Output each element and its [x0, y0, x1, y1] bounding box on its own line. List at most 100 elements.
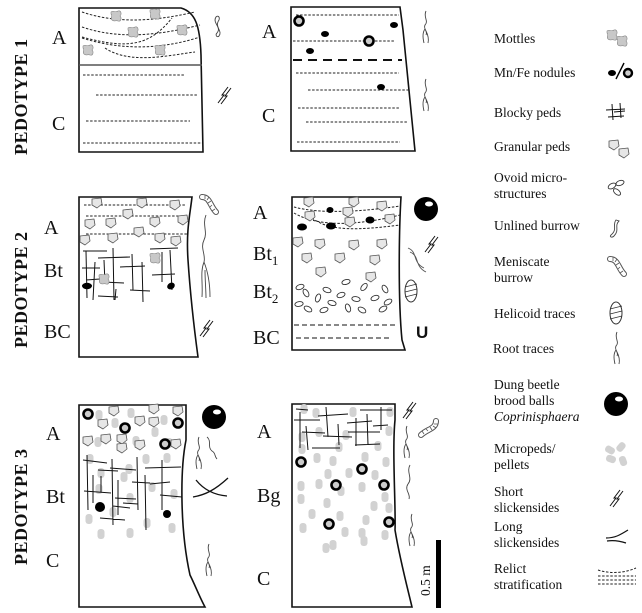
legend-item-short-slickensides: Short slickensides [494, 484, 624, 515]
legend-item-long-slickensides: Long slickensides [494, 519, 629, 550]
legend-item-helicoid: Helicoid traces [494, 301, 623, 325]
legend-item-granular-peds: Granular peds [494, 139, 630, 159]
legend-label: brood balls [494, 393, 554, 408]
mn-fe-nodule-ringed [356, 463, 368, 475]
ovoid-microstructures-icon [606, 178, 626, 197]
legend-label: pellets [494, 457, 529, 472]
horizon-label: A [52, 27, 67, 49]
horizon-label: Bg [257, 485, 280, 507]
blocky-peds-icon [605, 102, 626, 121]
horizon-label: Bt2 [253, 281, 278, 306]
legend-label: Root traces [493, 341, 554, 356]
mn-fe-nodule-ringed [119, 422, 131, 434]
profile-p1-left: A C [52, 7, 232, 153]
mn-fe-nodule-ringed [323, 518, 335, 530]
horizon-label-base: Bt [253, 281, 272, 303]
mn-fe-nodule [163, 510, 171, 518]
legend-label: Ovoid micro- [494, 170, 568, 185]
legend-item-brood-balls: Dung beetle brood balls Coprinisphaera [494, 377, 628, 424]
helicoid-traces-icon [609, 301, 623, 325]
horizon-label-subscript: 1 [272, 253, 279, 268]
mn-fe-nodule [390, 22, 398, 28]
horizon-label: BC [44, 321, 71, 343]
horizon-label: A [257, 421, 272, 443]
legend-label: Unlined burrow [494, 218, 580, 233]
short-slickensides-icon [402, 401, 417, 420]
mottle [149, 252, 161, 264]
marker-u: U [416, 323, 428, 342]
mottle [154, 44, 166, 56]
short-slickensides-icon [217, 86, 232, 105]
profile-p1-right: A C [262, 6, 429, 152]
mottle [110, 10, 122, 22]
brood-ball-icon [414, 197, 438, 221]
short-slickensides-icon [199, 319, 214, 338]
horizon-label: Bt1 [253, 243, 278, 268]
legend-label: Mottles [494, 31, 535, 46]
meniscate-burrow-icon [610, 257, 624, 274]
scale-bar-label: 0.5 m [418, 565, 433, 596]
root-traces-icon [406, 464, 411, 500]
meniscate-burrow-icon [421, 421, 438, 435]
mottle [176, 24, 188, 36]
legend: Mottles Mn/Fe nodules Blocky peds Granul… [493, 29, 637, 592]
horizon-label-subscript: 2 [272, 291, 279, 306]
mn-fe-nodule-ringed [172, 417, 184, 429]
mn-fe-nodule-ringed [378, 479, 390, 491]
profile-p2-right: A Bt1 Bt2 BC U [253, 196, 439, 351]
legend-item-ovoid: Ovoid micro- structures [494, 170, 626, 201]
profile-p3-left: A Bt C [46, 403, 229, 608]
legend-label: Short [494, 484, 524, 499]
short-slickensides-icon [609, 489, 624, 508]
horizon-label: Bt [46, 486, 65, 508]
meniscate-burrow-icon [202, 195, 216, 212]
horizon-label: C [46, 550, 59, 572]
horizon-label: A [44, 217, 59, 239]
mn-fe-nodule-ringed [330, 479, 342, 491]
long-slickensides-icon [605, 529, 629, 544]
unlined-burrow-icon [214, 15, 221, 38]
legend-label: Meniscate [494, 254, 549, 269]
nodules-icon [608, 62, 634, 80]
mn-fe-nodule [167, 282, 175, 290]
legend-item-nodules: Mn/Fe nodules [494, 62, 634, 80]
mottles-icon [606, 29, 628, 47]
legend-label: Long [494, 519, 523, 534]
micropeds-icon [603, 440, 628, 467]
mn-fe-nodule [365, 216, 375, 224]
root-traces-icon [422, 78, 429, 112]
mn-fe-nodule-ringed [295, 456, 307, 468]
profile-p2-left: A Bt BC [44, 195, 216, 358]
unlined-burrow-icon [407, 247, 427, 273]
mn-fe-nodule [377, 84, 385, 90]
horizon-label: C [52, 113, 65, 135]
legend-label-genus: Coprinisphaera [494, 409, 580, 424]
legend-label: stratification [494, 577, 562, 592]
granular-peds-icon [608, 139, 630, 159]
brood-ball-icon [604, 392, 628, 416]
unlined-burrow-icon [609, 219, 620, 238]
horizon-label: A [262, 21, 277, 43]
root-traces-icon [195, 436, 202, 470]
mottle [98, 273, 110, 285]
legend-label: structures [494, 186, 546, 201]
legend-item-unlined-burrow: Unlined burrow [494, 218, 620, 238]
legend-label: slickensides [494, 500, 559, 515]
legend-label: Granular peds [494, 139, 570, 154]
mn-fe-nodule-ringed [159, 438, 171, 450]
horizon-label: A [46, 423, 61, 445]
mn-fe-nodule [326, 207, 334, 213]
pedotype-2-title: PEDOTYPE 2 [11, 231, 31, 348]
root-traces-icon [613, 331, 620, 365]
legend-label: burrow [494, 270, 533, 285]
pedotype-3-title: PEDOTYPE 3 [11, 448, 31, 565]
brood-ball-icon [202, 405, 226, 429]
mn-fe-nodule [82, 282, 92, 290]
legend-item-meniscate-burrow: Meniscate burrow [494, 254, 624, 285]
mn-fe-nodule [297, 223, 307, 231]
blocky-peds [82, 454, 183, 531]
legend-label: slickensides [494, 535, 559, 550]
mottle [127, 26, 139, 38]
mn-fe-nodule [95, 502, 105, 512]
